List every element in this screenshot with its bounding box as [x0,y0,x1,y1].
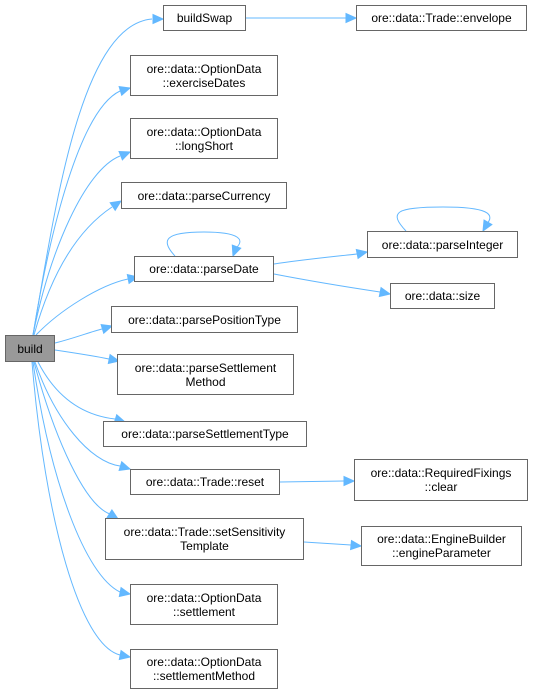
node-exerciseDates[interactable]: ore::data::OptionData::exerciseDates [130,55,278,96]
edge-line [37,361,116,420]
node-label-line: ore::data::OptionData [146,124,262,139]
arrowhead [355,248,369,260]
edge-build-to-longShort [32,151,132,336]
node-size[interactable]: ore::data::size [390,283,495,309]
edge-line [54,328,103,344]
node-label-line: ore::data::OptionData [146,590,262,605]
node-label-line: ::clear [424,480,458,494]
arrowhead [118,586,132,598]
edge-line [279,480,345,483]
node-envelope[interactable]: ore::data::Trade::envelope [356,5,527,31]
node-parseSettlementType[interactable]: ore::data::parseSettlementType [103,421,307,447]
arrowhead [378,286,392,298]
edge-build-to-parseSettlementType [37,361,127,425]
arrowhead [118,649,132,661]
node-settlement[interactable]: ore::data::OptionData::settlement [130,584,278,625]
edge-build-to-settlementMethod [31,361,132,661]
edge-line [166,231,241,257]
edge-line [54,349,110,360]
arrowhead [350,539,363,551]
node-label-line: buildSwap [176,11,233,25]
edge-build-to-reset [34,361,132,472]
node-label-line: ore::data::OptionData [146,61,262,76]
arrowhead [482,219,493,233]
edge-reset-to-requiredFixingsClear [279,475,356,487]
node-settlementMethod[interactable]: ore::data::OptionData::settlementMethod [130,649,278,689]
node-parsePositionType[interactable]: ore::data::parsePositionType [111,306,298,333]
edge-line [396,206,491,232]
node-label-line: ore::data::parseSettlementType [121,427,289,441]
edge-parseDate-to-parseInteger [273,248,369,265]
node-label-line: ore::data::Trade::setSensitivity [123,525,286,539]
arrowhead [118,85,132,97]
edge-line [33,361,111,515]
node-label-line: ore::data::Trade::envelope [371,11,512,25]
arrowhead [231,244,242,258]
node-label-line: ore::data::parseInteger [381,237,504,252]
arrowhead [343,475,356,487]
node-label-line: ore::data::OptionData [146,655,262,669]
arrowhead [152,13,165,25]
edge-parseInteger-to-parseInteger [396,206,493,233]
edge-line [35,278,129,336]
node-label-line: ::settlement [172,604,236,619]
node-label-line: Template [180,539,229,553]
edge-line [31,361,121,656]
edge-line [273,273,381,293]
edge-parseDate-to-size [273,273,392,298]
arrowhead [100,323,114,335]
node-label-line: ore::data::RequiredFixings [370,466,512,480]
edge-buildSwap-to-envelope [246,12,358,24]
node-label-line: ::exerciseDates [162,75,246,90]
edge-parseDate-to-parseDate [166,231,242,258]
node-parseDate[interactable]: ore::data::parseDate [134,256,274,282]
node-label-line: ::engineParameter [392,546,491,560]
arrowhead [109,200,123,212]
node-parseInteger[interactable]: ore::data::parseInteger [367,231,518,258]
node-reset[interactable]: ore::data::Trade::reset [130,469,280,495]
node-label-line: ::longShort [174,138,234,153]
node-label-line: ore::data::parseDate [149,262,259,276]
edge-line [32,361,121,593]
node-engineParameter[interactable]: ore::data::EngineBuilder::engineParamete… [361,526,522,566]
edge-line [303,541,352,546]
node-label-line: ore::data::EngineBuilder [377,532,506,546]
edge-build-to-parseCurrency [33,200,123,336]
node-label-line: Method [185,374,226,389]
edge-line [32,155,121,336]
edge-build-to-settlement [32,361,132,598]
node-label-line: ore::data::size [404,289,481,303]
arrowhead [107,353,121,365]
node-longShort[interactable]: ore::data::OptionData::longShort [130,118,278,159]
node-buildSwap[interactable]: buildSwap [163,5,246,31]
edge-build-to-parsePositionType [54,323,114,344]
node-requiredFixingsClear[interactable]: ore::data::RequiredFixings::clear [354,459,528,501]
arrowhead [118,151,132,161]
edge-line [33,206,113,336]
node-label-line: ore::data::parsePositionType [128,312,281,327]
node-label-line: build [17,341,43,356]
arrowhead [118,460,132,472]
edge-line [32,90,121,336]
edge-setSensitivityTemplate-to-engineParameter [303,539,363,551]
edge-build-to-parseSettlementMethod [54,349,121,365]
node-build[interactable]: build [5,335,55,362]
edge-line [273,253,358,265]
edge-line [34,361,121,467]
edge-build-to-exerciseDates [32,85,132,336]
node-label-line: ore::data::Trade::reset [145,475,265,489]
node-parseCurrency[interactable]: ore::data::parseCurrency [121,182,287,209]
arrowhead [345,12,358,24]
node-label-line: ore::data::parseCurrency [137,188,271,203]
node-label-line: ore::data::parseSettlement [134,360,277,375]
node-label-line: ::settlementMethod [152,669,256,683]
